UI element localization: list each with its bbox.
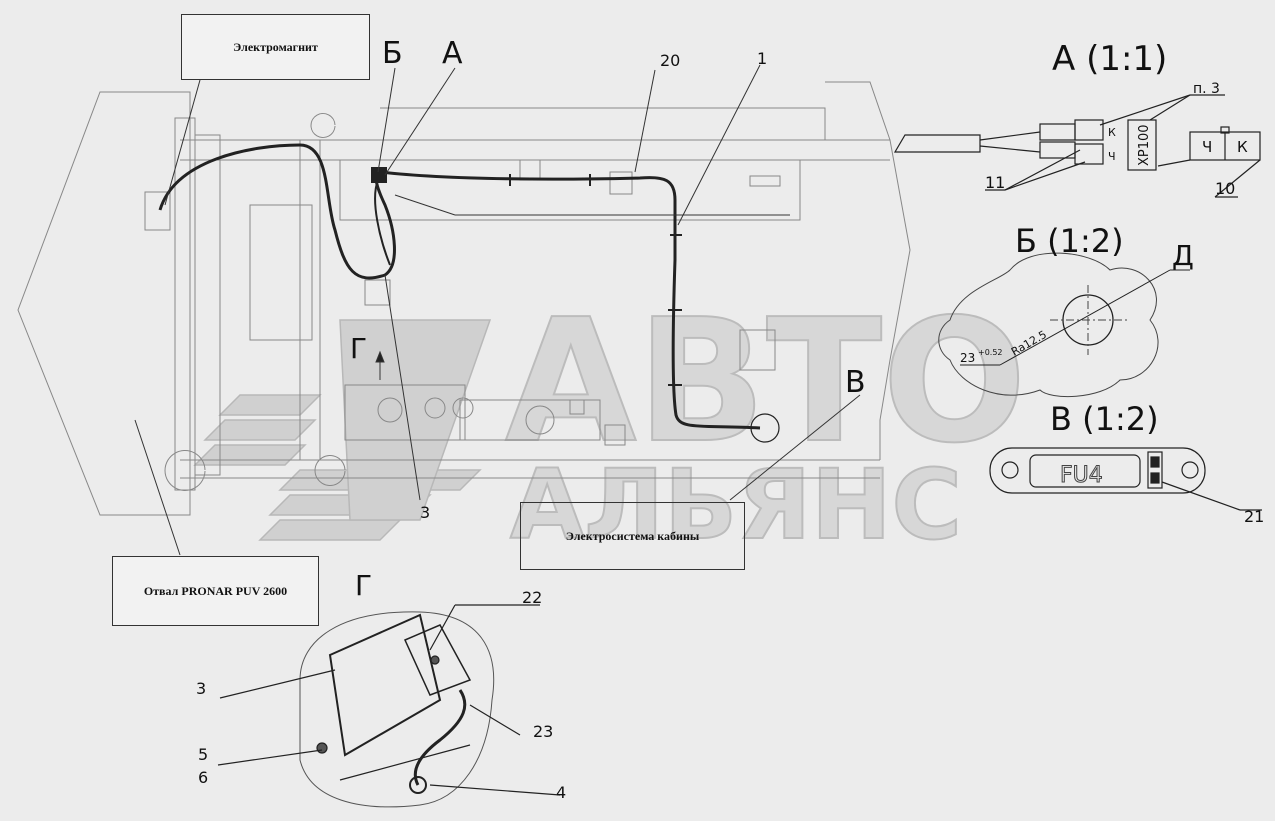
label-plug-ch: Ч	[1202, 138, 1212, 156]
label-d: Д	[1172, 239, 1194, 272]
blade-label-box: Отвал PRONAR PUV 2600	[112, 556, 319, 626]
label-plug-k: К	[1237, 138, 1248, 156]
label-dim-23: 23	[960, 351, 975, 365]
label-v-mark: В	[845, 365, 866, 400]
leader-lines	[134, 64, 861, 556]
label-a-top: А	[442, 36, 463, 71]
label-23: 23	[533, 722, 553, 741]
cab-electric-label-box: Электросистема кабины	[520, 502, 745, 570]
vehicle-outline	[17, 81, 911, 516]
harness-cable	[158, 143, 761, 430]
watermark-line1: АВТО	[505, 283, 1027, 481]
label-21: 21	[1244, 507, 1264, 526]
watermark-line2: АЛЬЯНС	[510, 449, 962, 561]
view-v-detail	[750, 413, 1262, 511]
watermark: АВТО АЛЬЯНС	[193, 282, 1028, 562]
label-11: 11	[985, 173, 1005, 192]
view-v-title: В (1:2)	[1050, 400, 1159, 438]
watermark-logo	[193, 319, 492, 541]
label-3-main: 3	[420, 503, 430, 522]
label-1: 1	[757, 49, 767, 68]
label-3-g: 3	[196, 679, 206, 698]
label-10: 10	[1215, 179, 1235, 198]
label-6: 6	[198, 768, 208, 787]
label-5: 5	[198, 745, 208, 764]
label-g-arrow: Г	[350, 332, 367, 365]
view-a-title: А (1:1)	[1052, 39, 1167, 79]
label-xp100: XP100	[1137, 124, 1152, 166]
label-b-top: Б	[382, 36, 403, 71]
label-p3: п. 3	[1193, 81, 1220, 97]
blade-label: Отвал PRONAR PUV 2600	[143, 583, 288, 598]
label-k-small: К	[1108, 126, 1116, 139]
label-20: 20	[660, 51, 680, 70]
label-22: 22	[522, 588, 542, 607]
electromagnet-label-box: Электромагнит	[181, 14, 370, 80]
view-b-detail	[938, 252, 1190, 398]
view-g-detail	[217, 604, 561, 808]
label-ch-small: Ч	[1108, 150, 1116, 163]
label-4: 4	[556, 783, 566, 802]
label-fu4: FU4	[1060, 463, 1103, 488]
electromagnet-label: Электромагнит	[233, 39, 318, 54]
cab-electric-label: Электросистема кабины	[565, 528, 700, 543]
callout-texts: Б А 20 1 Г В 3 А (1:1) п. 3 К Ч XP100 Ч …	[196, 36, 1264, 802]
label-dim-tol: +0.52	[978, 348, 1003, 357]
view-a-detail	[893, 94, 1261, 198]
view-b-title: Б (1:2)	[1015, 222, 1124, 260]
view-g-title: Г	[355, 569, 372, 602]
